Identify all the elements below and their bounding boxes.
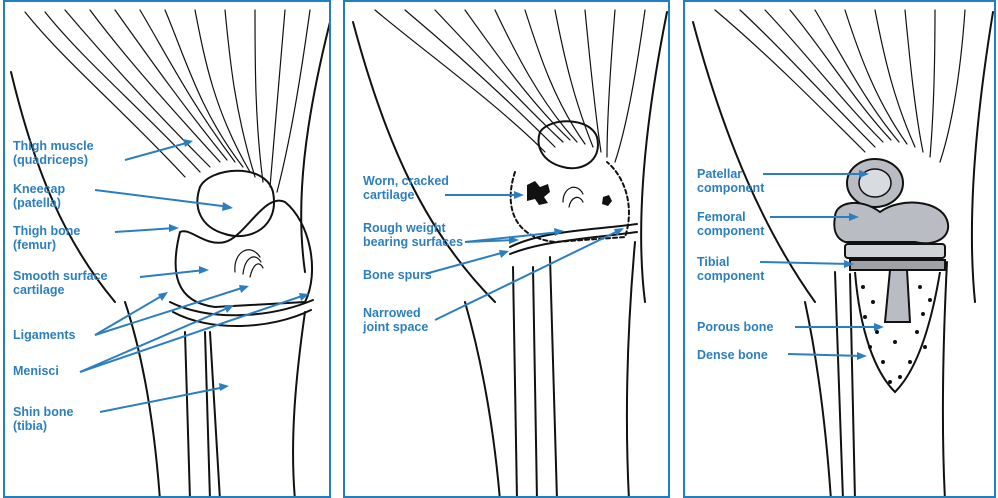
label-dense-bone: Dense bone: [697, 348, 768, 362]
thigh-muscle-strands: [715, 10, 965, 162]
tibial-insert: [845, 244, 945, 258]
pointer-lines: [80, 139, 309, 412]
fibula-right: [205, 332, 210, 498]
fibula-right: [850, 274, 855, 498]
cartilage-damage: [527, 181, 550, 205]
fibula-left: [185, 332, 190, 498]
fibula-left: [513, 267, 517, 498]
label-bone-spurs: Bone spurs: [363, 268, 432, 282]
label-thigh-bone: Thigh bone(femur): [13, 224, 80, 252]
thigh-outline-right: [972, 12, 993, 302]
cartilage-fan: [563, 187, 583, 207]
tibial-tray: [850, 260, 945, 270]
calf-outline: [465, 302, 500, 498]
cartilage-fan: [235, 250, 263, 277]
label-shin-bone: Shin bone(tibia): [13, 405, 73, 433]
label-porous-bone: Porous bone: [697, 320, 773, 334]
tibial-stem: [885, 270, 910, 322]
tibia-left: [210, 332, 220, 498]
label-thigh-muscle: Thigh muscle(quadriceps): [13, 139, 94, 167]
tibia-right: [627, 242, 635, 498]
label-ligaments: Ligaments: [13, 328, 76, 342]
label-menisci: Menisci: [13, 364, 59, 378]
fibula-left: [835, 272, 843, 498]
panel-normal-knee: Thigh muscle(quadriceps) Kneecap(patella…: [3, 0, 331, 498]
tibia-left: [550, 257, 557, 498]
femoral-component: [834, 203, 948, 244]
thigh-muscle-strands: [375, 10, 645, 162]
femur: [176, 201, 312, 307]
label-kneecap: Kneecap(patella): [13, 182, 65, 210]
calf-outline: [805, 302, 831, 498]
calf-outline: [125, 302, 160, 498]
fibula-right: [533, 267, 537, 498]
worn-femur: [511, 162, 629, 242]
tibia-right: [943, 262, 947, 498]
arthritic-knee-illustration: [345, 2, 670, 498]
tibia-right: [293, 312, 305, 498]
knee-replacement-illustration: [685, 2, 996, 498]
patella: [539, 121, 598, 168]
cartilage-damage-right: [602, 195, 612, 206]
thigh-outline-right: [641, 12, 667, 302]
